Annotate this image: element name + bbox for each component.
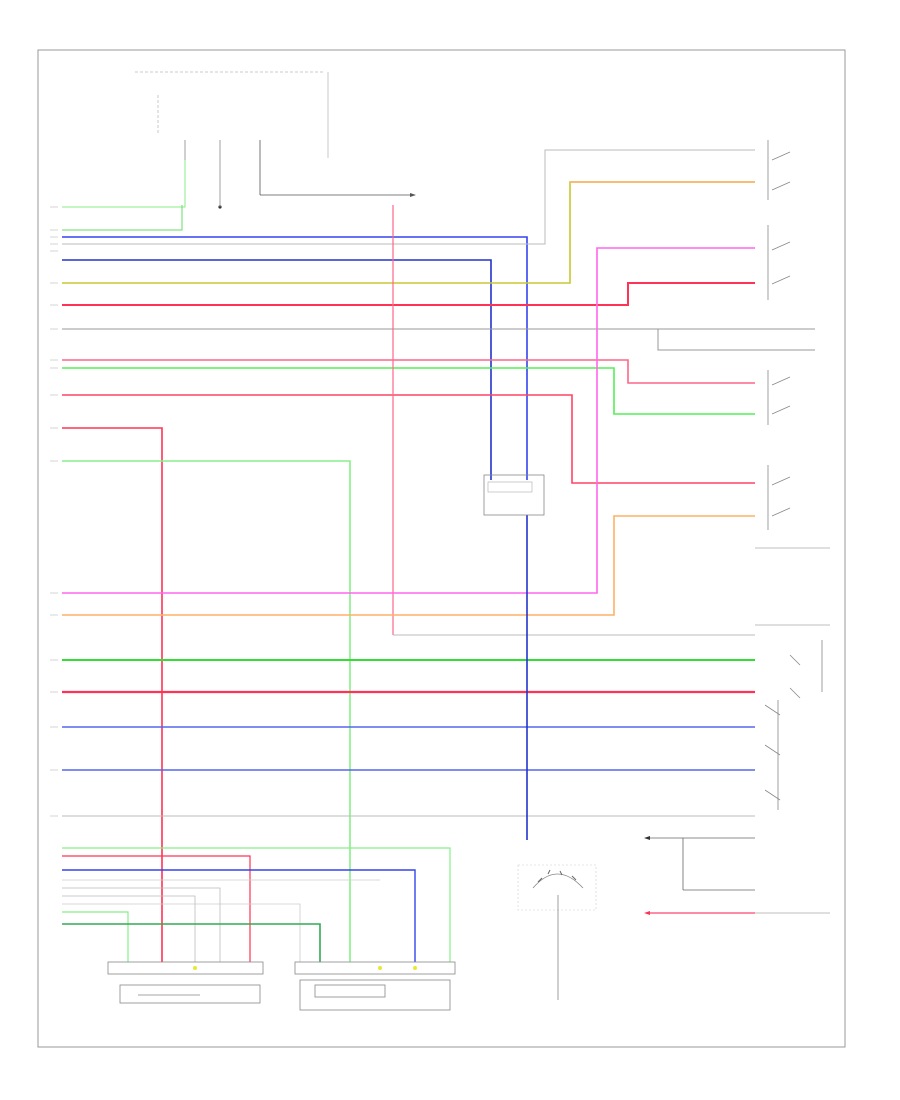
wire-light-green xyxy=(62,367,755,415)
connector-right-block xyxy=(294,961,456,975)
wire-gray-upper xyxy=(62,149,755,245)
wire-darkblue xyxy=(62,259,492,480)
wire-magenta xyxy=(62,247,755,594)
top-fuse-block xyxy=(135,71,416,209)
wire-green-short xyxy=(62,205,183,231)
diagram-frame xyxy=(37,49,846,1048)
wire-blue-main xyxy=(62,236,528,480)
wire-pink xyxy=(62,359,755,384)
transmission-range-sensor xyxy=(517,836,830,1000)
wire-red-vertical xyxy=(62,427,163,962)
bottom-right-motor xyxy=(294,961,456,1011)
wire-red-lower xyxy=(62,394,755,484)
left-pins xyxy=(50,206,58,817)
tilt-sensor-unit xyxy=(483,474,545,516)
wire-green-vertical xyxy=(62,460,351,962)
right-switches xyxy=(755,140,830,810)
connector-left-block xyxy=(107,961,264,975)
wire-olive xyxy=(62,181,755,284)
wire-light-green-top xyxy=(62,160,186,208)
wire-harness xyxy=(62,149,815,962)
wire-red-upper xyxy=(62,282,755,306)
bottom-left-motor xyxy=(107,961,264,1004)
wire-orange xyxy=(62,515,755,616)
